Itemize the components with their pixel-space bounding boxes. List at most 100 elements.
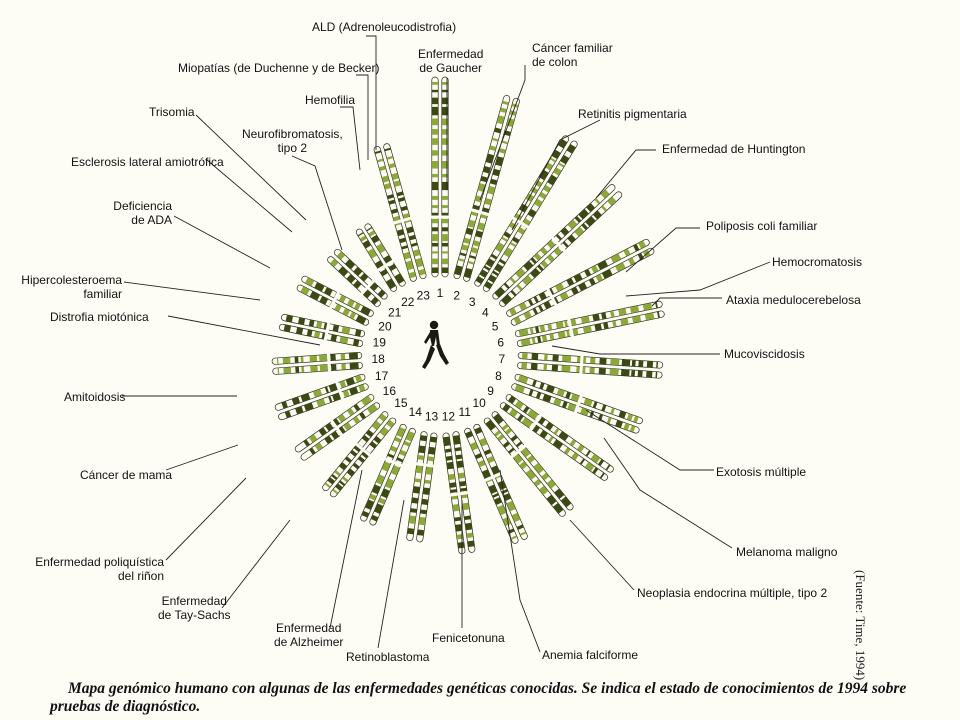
leader-line: [173, 215, 271, 269]
chromosome-number: 19: [373, 335, 387, 349]
leader-line: [165, 444, 239, 471]
leader-line: [291, 155, 343, 251]
leader-line: [585, 409, 714, 471]
chromosome-number: 16: [383, 384, 397, 398]
label-melanoma: Melanoma maligno: [736, 545, 838, 559]
label-ada: Deficiencia de ADA: [113, 199, 172, 227]
chromosome-number: 15: [394, 396, 408, 410]
label-fenicetonuna: Fenicetonuna: [432, 631, 505, 645]
leader-line: [221, 519, 291, 609]
chromosome-14: [360, 423, 416, 526]
leader-lines: [122, 35, 771, 653]
chromosome-number: 22: [401, 295, 415, 309]
label-mucoviscidosis: Mucoviscidosis: [724, 347, 805, 361]
chromosome-number: 10: [472, 396, 486, 410]
label-retinitis: Retinitis pigmentaria: [578, 107, 687, 121]
chromosome-number: 8: [495, 369, 502, 383]
label-cancer-mama: Cáncer de mama: [80, 468, 173, 482]
chromosome-number: 4: [482, 306, 489, 320]
chromosome-number: 14: [409, 405, 423, 419]
leader-line: [625, 261, 771, 297]
leader-line: [499, 469, 541, 653]
chromosome-11: [464, 423, 528, 544]
leader-line: [551, 345, 720, 355]
chromosome-20: [296, 275, 374, 326]
chromosome-23: [373, 143, 427, 282]
leader-line: [377, 499, 405, 649]
chromosome-15: [322, 411, 397, 498]
chromosome-13: [406, 431, 438, 543]
label-distrofia: Distrofia miotónica: [50, 310, 149, 324]
leader-line: [595, 149, 656, 199]
chromosome-number: 1: [437, 286, 444, 300]
chromosome-4: [492, 184, 623, 307]
label-cancer-colon: Cáncer familiar de colon: [532, 41, 613, 69]
label-amitoidosis: Amitoidosis: [64, 390, 126, 404]
chromosome-number: 12: [442, 409, 456, 423]
label-ald: ALD (Adrenoleucodistrofia): [312, 20, 457, 34]
chromosome-number: 5: [492, 319, 499, 333]
chromosome-6: [514, 300, 665, 347]
chromosome-number: 23: [417, 288, 431, 302]
chromosome-8: [511, 373, 643, 434]
chromosome-9: [499, 394, 614, 481]
label-trisomia: Trisomia: [149, 105, 195, 119]
label-hipercolesteroema: Hipercolesteroema familiar: [21, 273, 122, 301]
leader-line: [356, 74, 369, 160]
chromosome-22: [355, 223, 406, 292]
chromosome-19: [278, 314, 366, 347]
chromosome-number: 20: [378, 319, 392, 333]
chromosome-number: 9: [487, 384, 494, 398]
label-gaucher: Enfermedad de Gaucher: [418, 47, 484, 75]
leader-line: [329, 469, 363, 629]
chromosome-number: 7: [499, 352, 506, 366]
chromosome-number: 17: [375, 369, 389, 383]
leader-line: [366, 35, 377, 150]
chromosome-17: [274, 373, 369, 421]
chromosome-7: [517, 352, 664, 379]
label-neurofibromatosis: Neurofibromatosis, tipo 2: [242, 127, 343, 155]
walking-person-icon: [422, 320, 449, 369]
chromosome-5: [506, 238, 655, 326]
label-hemocromatosis: Hemocromatosis: [772, 255, 863, 269]
leader-line: [569, 519, 635, 591]
chromosome-12: [442, 431, 476, 555]
leader-line: [206, 159, 293, 233]
chromosome-number: 2: [453, 288, 460, 302]
label-retinoblastoma: Retinoblastoma: [346, 650, 430, 664]
leader-line: [479, 65, 526, 201]
leader-line: [123, 281, 261, 301]
chromosome-18: [271, 352, 363, 375]
chromosome-number: 21: [388, 306, 402, 320]
leader-line: [165, 477, 247, 561]
label-huntington: Enfermedad de Huntington: [662, 142, 806, 156]
leader-line: [651, 297, 722, 307]
chromosome-number: 13: [425, 409, 439, 423]
label-hemofilia: Hemofilia: [305, 93, 356, 107]
leader-line: [340, 106, 361, 171]
leader-line: [603, 437, 733, 549]
leader-line: [511, 119, 601, 231]
label-tay-sachs: Enfermedad de Tay-Sachs: [158, 594, 231, 622]
label-exotosis: Exotosis múltiple: [716, 465, 807, 479]
leader-line: [167, 315, 321, 346]
leader-line: [625, 227, 700, 273]
label-miopatias: Miopatías (de Duchenne y de Becker): [178, 61, 380, 75]
chromosome-number: 3: [469, 295, 476, 309]
label-anemia: Anemia falciforme: [542, 648, 639, 662]
figure-caption: Mapa genómico humano con algunas de las …: [50, 680, 907, 715]
leader-line: [195, 114, 307, 221]
label-alzheimer: Enfermedad de Alzheimer: [274, 621, 344, 649]
chromosome-21: [327, 248, 388, 307]
chromosome-1: [431, 76, 449, 278]
source-note: (Fuente: Time, 1994): [853, 570, 868, 681]
chromosome-number: 6: [497, 335, 504, 349]
label-ataxia: Ataxia medulocerebelosa: [726, 293, 861, 307]
label-esclerosis: Esclerosis lateral amiotrófica: [71, 155, 224, 169]
label-poliquistica: Enfermedad poliquística del riñon: [35, 555, 164, 583]
chromosome-16: [294, 394, 381, 461]
chromosome-number: 18: [371, 352, 385, 366]
label-neoplasia: Neoplasia endocrina múltiple, tipo 2: [637, 586, 828, 600]
